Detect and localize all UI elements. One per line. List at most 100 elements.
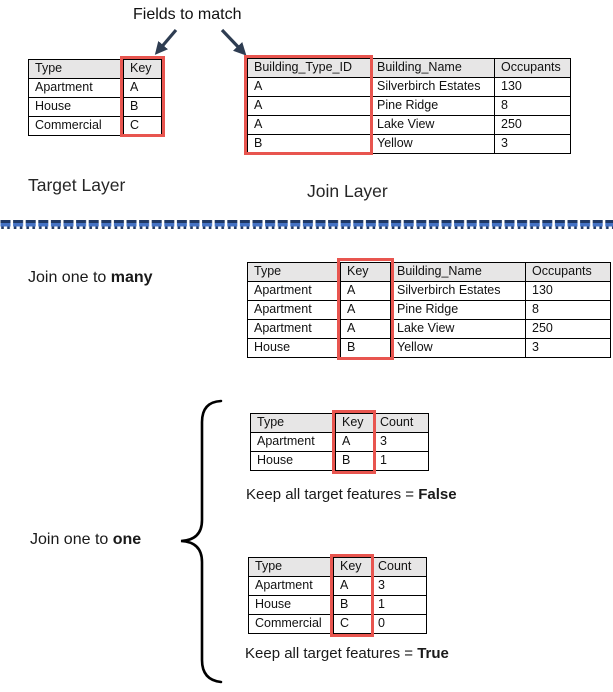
column-header: Count (373, 413, 429, 433)
keep-false-caption-prefix: Keep all target features = (246, 486, 419, 503)
table-cell: A (247, 96, 371, 116)
table-cell: 3 (373, 432, 429, 452)
column-header: Type (250, 413, 336, 433)
table-cell: Apartment (248, 576, 334, 596)
column-header: Key (333, 557, 372, 577)
table-cell: House (250, 451, 336, 471)
table-cell: Silverbirch Estates (370, 77, 495, 97)
column-header: Occupants (525, 262, 611, 282)
table-cell: 130 (525, 281, 611, 301)
keep-true-caption: Keep all target features = True (245, 645, 449, 662)
table-cell: A (340, 319, 391, 339)
match-arrows-graphic (154, 28, 247, 56)
table-cell: 0 (371, 614, 427, 634)
table-cell: A (123, 78, 162, 98)
column-header: Key (340, 262, 391, 282)
table-cell: 250 (525, 319, 611, 339)
column-header: Building_Name (390, 262, 526, 282)
table-cell: B (247, 134, 371, 154)
keep-true-caption-prefix: Keep all target features = (245, 645, 418, 662)
table-cell: A (247, 115, 371, 135)
table-cell: Yellow (390, 338, 526, 358)
table-cell: 8 (525, 300, 611, 320)
column-header: Key (123, 59, 162, 79)
table-cell: Apartment (247, 319, 341, 339)
table-cell: 250 (494, 115, 571, 135)
table-cell: Lake View (390, 319, 526, 339)
table-cell: 8 (494, 96, 571, 116)
table-cell: B (340, 338, 391, 358)
target-layer-label: Target Layer (28, 175, 126, 195)
table-cell: 130 (494, 77, 571, 97)
column-header: Building_Name (370, 58, 495, 78)
table-cell: C (123, 116, 162, 136)
table-cell: Pine Ridge (370, 96, 495, 116)
fields-to-match-title: Fields to match (133, 6, 242, 23)
column-header: Type (247, 262, 341, 282)
keep-false-caption-bold: False (418, 486, 457, 503)
column-header: Occupants (494, 58, 571, 78)
table-cell: C (333, 614, 372, 634)
table-cell: Commercial (28, 116, 124, 136)
join-one-to-many-label-prefix: Join one to (28, 269, 111, 286)
join-layer-label: Join Layer (307, 181, 388, 201)
table-cell: A (340, 300, 391, 320)
table-cell: Apartment (247, 300, 341, 320)
join-one-to-many-label-bold: many (110, 269, 153, 286)
column-header: Building_Type_ID (247, 58, 371, 78)
table-cell: House (247, 338, 341, 358)
table-cell: 3 (494, 134, 571, 154)
table-cell: Apartment (250, 432, 336, 452)
table-cell: Apartment (247, 281, 341, 301)
arrow-down-right-icon (220, 28, 247, 56)
keep-true-caption-bold: True (417, 645, 449, 662)
table-cell: A (335, 432, 374, 452)
table-cell: 1 (373, 451, 429, 471)
table-cell: House (248, 595, 334, 615)
column-header: Key (335, 413, 374, 433)
table-cell: 3 (371, 576, 427, 596)
table-cell: B (123, 97, 162, 117)
join-one-to-one-label-prefix: Join one to (30, 531, 113, 548)
join-one-to-one-label: Join one to one (30, 531, 141, 549)
keep-false-caption: Keep all target features = False (246, 486, 457, 503)
table-cell: A (333, 576, 372, 596)
table-cell: B (333, 595, 372, 615)
join-one-to-many-label: Join one to many (28, 269, 153, 287)
table-cell: A (247, 77, 371, 97)
column-header: Type (28, 59, 124, 79)
table-cell: House (28, 97, 124, 117)
column-header: Type (248, 557, 334, 577)
curly-brace-icon (180, 399, 223, 684)
table-cell: Silverbirch Estates (390, 281, 526, 301)
table-cell: A (340, 281, 391, 301)
section-divider (0, 219, 613, 231)
table-cell: B (335, 451, 374, 471)
column-header: Count (371, 557, 427, 577)
